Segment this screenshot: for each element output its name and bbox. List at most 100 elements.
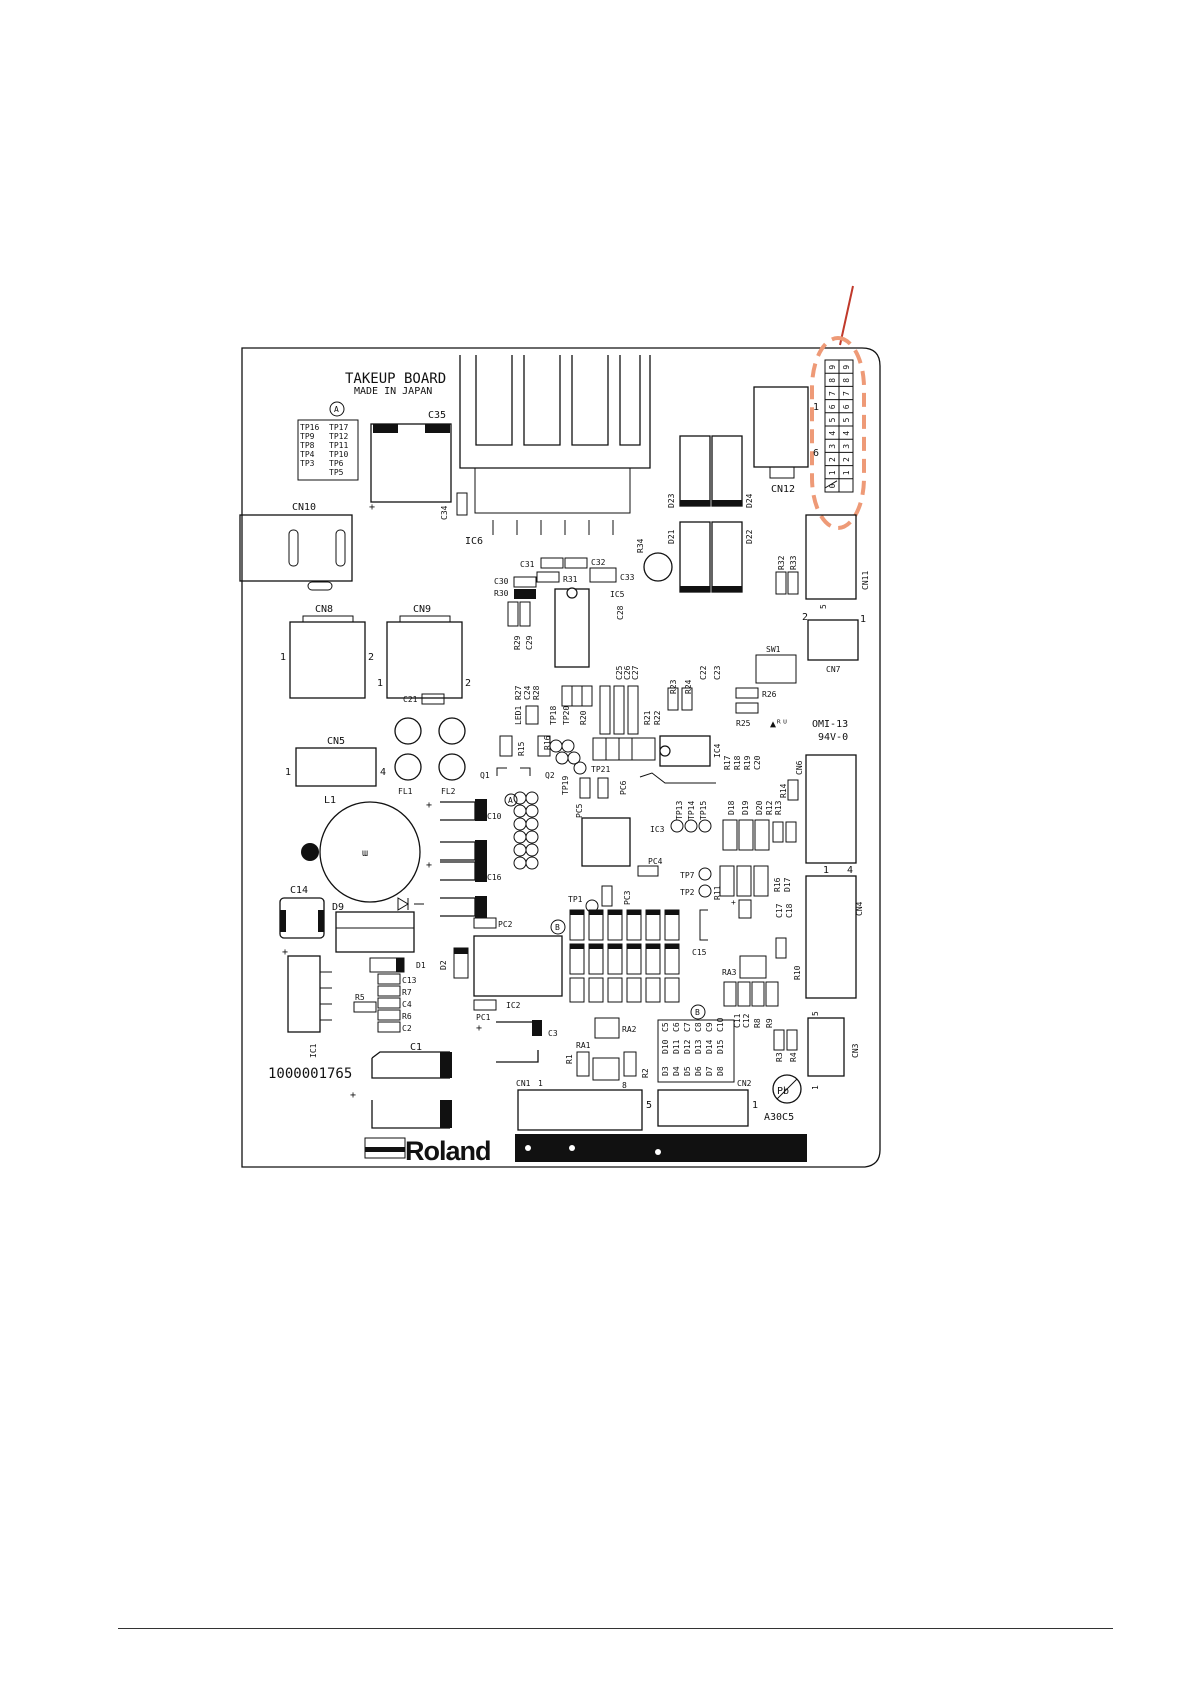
label-r12: R12	[765, 800, 774, 815]
label-c24: C24	[523, 685, 532, 700]
cn9-body	[386, 621, 463, 699]
cn12-pin6: 6	[813, 448, 819, 459]
label-c21: C21	[403, 695, 418, 704]
heatsink-ic6	[456, 355, 651, 535]
cn3-pin5: 5	[811, 1011, 820, 1016]
diode-array-label: D7	[705, 1066, 714, 1076]
label-r23: R23	[669, 679, 678, 694]
tp-label: TP17	[329, 423, 348, 432]
label-d22: D22	[745, 529, 754, 544]
test-pad	[513, 817, 527, 831]
diode-array-label: D10	[661, 1039, 670, 1054]
label-r27: R27	[514, 685, 523, 700]
label-led1: LED1	[514, 706, 523, 725]
cn12-pin1: 1	[813, 402, 819, 413]
diode-array-label: C5	[661, 1022, 670, 1032]
label-fl1: FL1	[398, 787, 413, 796]
label-fl2: FL2	[441, 787, 456, 796]
label-lead-free: Pb	[777, 1086, 789, 1097]
cn4-body	[805, 875, 857, 999]
diode-cell	[588, 977, 604, 1003]
label-r22: R22	[653, 710, 662, 725]
diode-band	[608, 910, 622, 915]
test-pad	[513, 830, 527, 844]
tp-label: TP6	[329, 459, 344, 468]
c35-pad-left	[373, 424, 398, 433]
label-d23: D23	[667, 493, 676, 508]
diode-array-label: C6	[672, 1022, 681, 1032]
dip-num-bottom: 3	[828, 444, 837, 449]
plus-c10: +	[426, 800, 432, 811]
footer-rule	[118, 1628, 1113, 1629]
diode-band	[589, 910, 603, 915]
test-pad	[513, 804, 527, 818]
highlight-ellipse	[810, 336, 866, 530]
marker-b-bottom-ring	[690, 1004, 706, 1020]
diode-array-label: D3	[661, 1066, 670, 1076]
cn1-pin1: 1	[538, 1079, 543, 1088]
label-cn12: CN12	[771, 484, 795, 495]
label-cn1: CN1	[516, 1079, 531, 1088]
board-title: TAKEUP BOARD	[345, 371, 446, 387]
label-r30: R30	[494, 589, 509, 598]
test-pad	[513, 791, 527, 805]
bottom-black-bar	[515, 1134, 807, 1162]
label-c18: C18	[785, 903, 794, 918]
label-c27: C27	[631, 665, 640, 680]
label-tp18: TP18	[549, 706, 558, 725]
diode-band	[608, 944, 622, 949]
diode-array-label: C7	[683, 1022, 692, 1032]
test-pad	[525, 791, 539, 805]
dip-num-top: 6	[842, 404, 851, 409]
diode-band	[627, 944, 641, 949]
dip-num-top: 9	[842, 365, 851, 370]
label-r8: R8	[753, 1018, 762, 1028]
label-ra2: RA2	[622, 1025, 637, 1034]
label-r13: R13	[774, 800, 783, 815]
label-tp1: TP1	[568, 895, 583, 904]
label-r5: R5	[355, 993, 365, 1002]
tp-label: TP5	[329, 468, 344, 477]
label-c2: C2	[402, 1024, 412, 1033]
cn9-pin1: 1	[377, 678, 383, 689]
test-pad	[525, 804, 539, 818]
marker-b-mid: B	[555, 923, 560, 932]
label-cn4: CN4	[855, 901, 864, 916]
diode-array-label: D13	[694, 1039, 703, 1054]
d24-body	[711, 435, 743, 507]
dip-num-top: 2	[842, 457, 851, 462]
cn7-pin2: 2	[802, 612, 808, 623]
label-r26: R26	[762, 690, 777, 699]
label-c23: C23	[713, 665, 722, 680]
label-c17: C17	[775, 903, 784, 918]
marker-a-mid: A	[508, 796, 513, 805]
diode-band	[665, 910, 679, 915]
diode-cell	[626, 977, 642, 1003]
label-c31: C31	[520, 560, 535, 569]
label-r10: R10	[793, 965, 802, 980]
diode-array-label: C8	[694, 1022, 703, 1032]
cn7-pin1: 1	[860, 614, 866, 625]
label-ic2: IC2	[506, 1001, 521, 1010]
diode-band	[570, 910, 584, 915]
marker-b-bottom: B	[695, 1008, 700, 1017]
label-c20: C20	[753, 755, 762, 770]
ic1-body	[287, 955, 321, 1033]
label-cn10: CN10	[292, 502, 316, 513]
label-ra1: RA1	[576, 1041, 591, 1050]
diode-array-label: D5	[683, 1066, 692, 1076]
dip-num-bottom: 7	[828, 391, 837, 396]
tp-label: TP8	[300, 441, 315, 450]
l1-mark: ɯ	[362, 848, 368, 859]
label-d24: D24	[745, 493, 754, 508]
label-r3: R3	[775, 1052, 784, 1062]
cn5-pin4: 4	[380, 767, 386, 778]
diode-band	[589, 944, 603, 949]
cn2-body	[657, 1089, 749, 1127]
label-r31: R31	[563, 575, 578, 584]
label-ic1: IC1	[309, 1043, 318, 1058]
label-tp2: TP2	[680, 888, 695, 897]
label-c10: C10	[487, 812, 502, 821]
label-cn6: CN6	[795, 760, 804, 775]
